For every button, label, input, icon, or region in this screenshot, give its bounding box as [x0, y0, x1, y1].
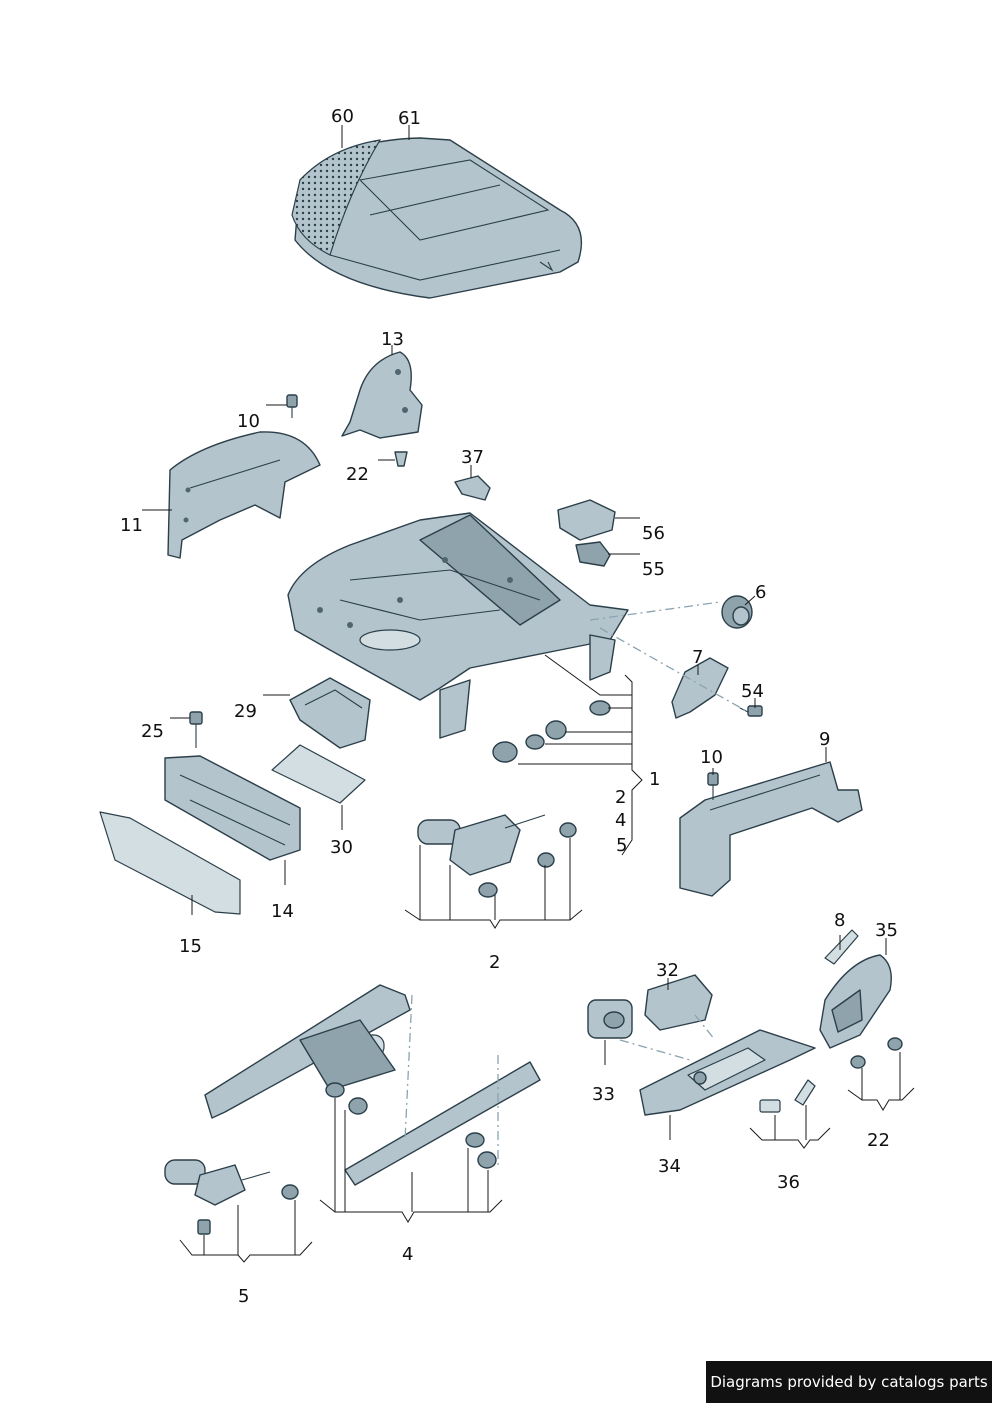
callout-36: 36: [777, 1172, 800, 1193]
side-trim-11: [167, 431, 321, 559]
credit-banner: Diagrams provided by catalogs parts: [706, 1361, 992, 1403]
switch-32: [644, 974, 713, 1031]
callout-32: 32: [656, 960, 679, 981]
callout-4: 4: [615, 810, 626, 831]
callout-2: 2: [489, 952, 500, 973]
callout-5: 5: [616, 835, 627, 856]
callout-22: 22: [867, 1130, 890, 1151]
callout-33: 33: [592, 1084, 615, 1105]
callout-37: 37: [461, 447, 484, 468]
callout-15: 15: [179, 936, 202, 957]
callouts: 60 61 13 10 22 37 11 56 55 6 7 54 29 25 …: [120, 106, 898, 1307]
callout-30: 30: [330, 837, 353, 858]
callout-2: 2: [615, 787, 626, 808]
bracket-56: [557, 499, 616, 541]
callout-55: 55: [642, 559, 665, 580]
callout-9: 9: [819, 729, 830, 750]
callout-7: 7: [692, 647, 703, 668]
callout-13: 13: [381, 329, 404, 350]
screws-22-right: [850, 1037, 903, 1069]
callout-8: 8: [834, 910, 845, 931]
callout-10: 10: [700, 747, 723, 768]
callout-22: 22: [346, 464, 369, 485]
bracket-13: [341, 351, 423, 439]
screw-54: [739, 705, 763, 717]
callout-60: 60: [331, 106, 354, 127]
bolt-group-1: [492, 700, 611, 763]
seat-rails-4: [204, 984, 541, 1186]
motor-assembly-5: [164, 1159, 299, 1235]
screw-25: [189, 711, 203, 748]
callout-61: 61: [398, 108, 421, 129]
callout-10: 10: [237, 411, 260, 432]
pad-30: [271, 744, 366, 804]
callout-1: 1: [649, 769, 660, 790]
callout-54: 54: [741, 681, 764, 702]
callout-6: 6: [755, 582, 766, 603]
callout-35: 35: [875, 920, 898, 941]
callout-5: 5: [238, 1286, 249, 1307]
callout-29: 29: [234, 701, 257, 722]
bracket-55: [575, 541, 611, 567]
leader-lines: [142, 125, 915, 1263]
switch-33: [587, 999, 633, 1039]
clip-22-top: [394, 451, 408, 467]
switch-trim-34: [639, 1029, 816, 1116]
callout-14: 14: [271, 901, 294, 922]
side-panel-9: [679, 761, 863, 897]
front-trim-15: [99, 811, 241, 915]
knobs-36: [759, 1079, 816, 1113]
assembly-lines: [404, 601, 749, 1165]
callout-56: 56: [642, 523, 665, 544]
screw-10-right: [707, 772, 719, 800]
trim-35: [819, 954, 892, 1049]
callout-34: 34: [658, 1156, 681, 1177]
seat-frame: [287, 512, 629, 739]
bracket-7: [671, 657, 729, 719]
seat-cushion-cover: [291, 137, 583, 299]
trim-8: [824, 929, 859, 965]
bracket-29: [289, 677, 371, 749]
cross-member-14: [164, 755, 301, 861]
callout-11: 11: [120, 515, 143, 536]
callout-25: 25: [141, 721, 164, 742]
callout-4: 4: [402, 1244, 413, 1265]
clip-37: [454, 475, 491, 501]
screw-10-top: [286, 394, 298, 418]
cap-6: [721, 595, 753, 629]
motor-assembly-2: [417, 814, 577, 898]
